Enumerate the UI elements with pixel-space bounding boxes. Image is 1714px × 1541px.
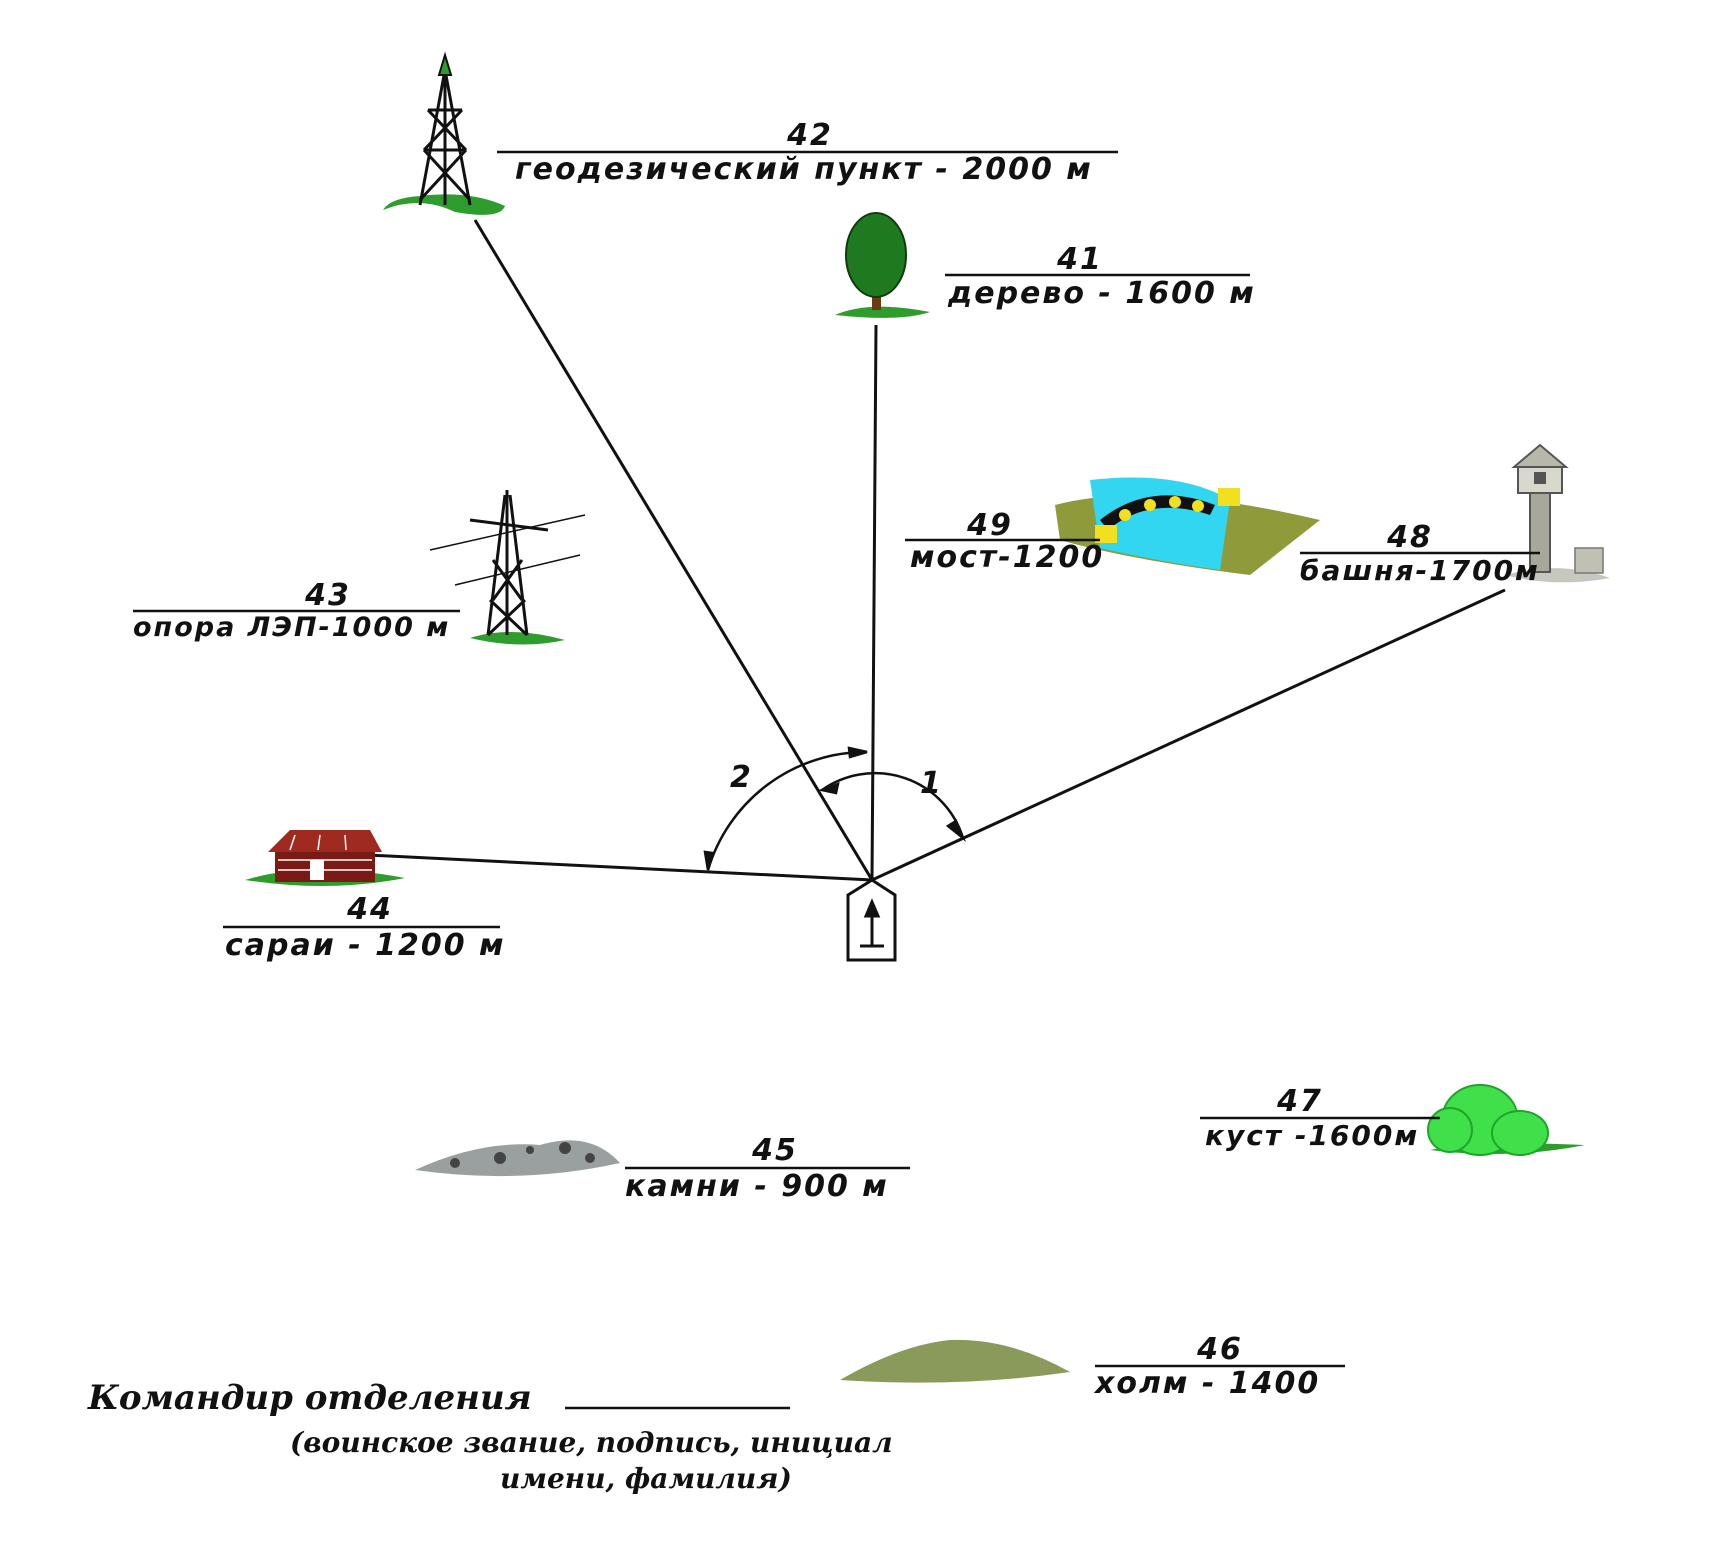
- barn-icon: [245, 830, 405, 887]
- angle-arc-1: [821, 771, 965, 839]
- tree-icon: [835, 212, 930, 318]
- arrowhead-2b: [847, 746, 868, 759]
- signature-hint-line1: (воинское звание, подпись, инициал: [290, 1426, 893, 1459]
- label-49-number: 49: [967, 508, 1013, 543]
- label-49-text: мост-1200: [910, 540, 1105, 575]
- sight-lines: [367, 219, 1506, 882]
- bridge-icon: [1055, 477, 1320, 575]
- sight-line-44: [367, 853, 873, 882]
- label-46-number: 46: [1197, 1332, 1243, 1367]
- label-46-text: холм - 1400: [1095, 1366, 1321, 1401]
- angle-arc-2: [706, 750, 868, 871]
- angle-label-1: 1: [920, 766, 943, 801]
- label-48-number: 48: [1387, 520, 1433, 555]
- geodetic-point-icon: [383, 51, 505, 215]
- label-41-number: 41: [1057, 242, 1103, 277]
- hill-icon: [840, 1339, 1070, 1383]
- sight-line-48: [871, 588, 1506, 882]
- label-45-text: камни - 900 м: [625, 1169, 889, 1204]
- signature-hint-line2: имени, фамилия): [500, 1462, 792, 1495]
- sight-line-42: [473, 219, 874, 881]
- label-43-number: 43: [305, 578, 351, 613]
- label-44-text: сараи - 1200 м: [225, 928, 506, 963]
- arrowhead-1b: [817, 782, 840, 795]
- label-42-number: 42: [787, 118, 833, 153]
- angle-label-2: 2: [730, 760, 753, 795]
- signature-title: Командир отделения: [88, 1378, 532, 1418]
- watchtower-icon: [1505, 443, 1610, 583]
- arrowhead-1: [945, 819, 966, 842]
- label-48-text: башня-1700м: [1300, 554, 1540, 587]
- label-rules: [133, 150, 1540, 1410]
- label-44-number: 44: [347, 892, 393, 927]
- stones-icon: [415, 1140, 620, 1177]
- label-41-text: дерево - 1600 м: [948, 276, 1256, 311]
- sight-line-41: [870, 324, 878, 881]
- label-42-text: геодезический пункт - 2000 м: [515, 152, 1093, 187]
- label-47-text: куст -1600м: [1205, 1119, 1420, 1152]
- bush-icon: [1427, 1084, 1585, 1156]
- label-45-number: 45: [752, 1133, 798, 1168]
- label-43-text: опора ЛЭП-1000 м: [133, 612, 451, 643]
- arrowhead-2: [703, 850, 715, 871]
- angle-arcs: [703, 746, 966, 871]
- label-47-number: 47: [1277, 1084, 1323, 1119]
- observation-post-icon: [846, 878, 897, 962]
- power-pylon-icon: [429, 490, 586, 645]
